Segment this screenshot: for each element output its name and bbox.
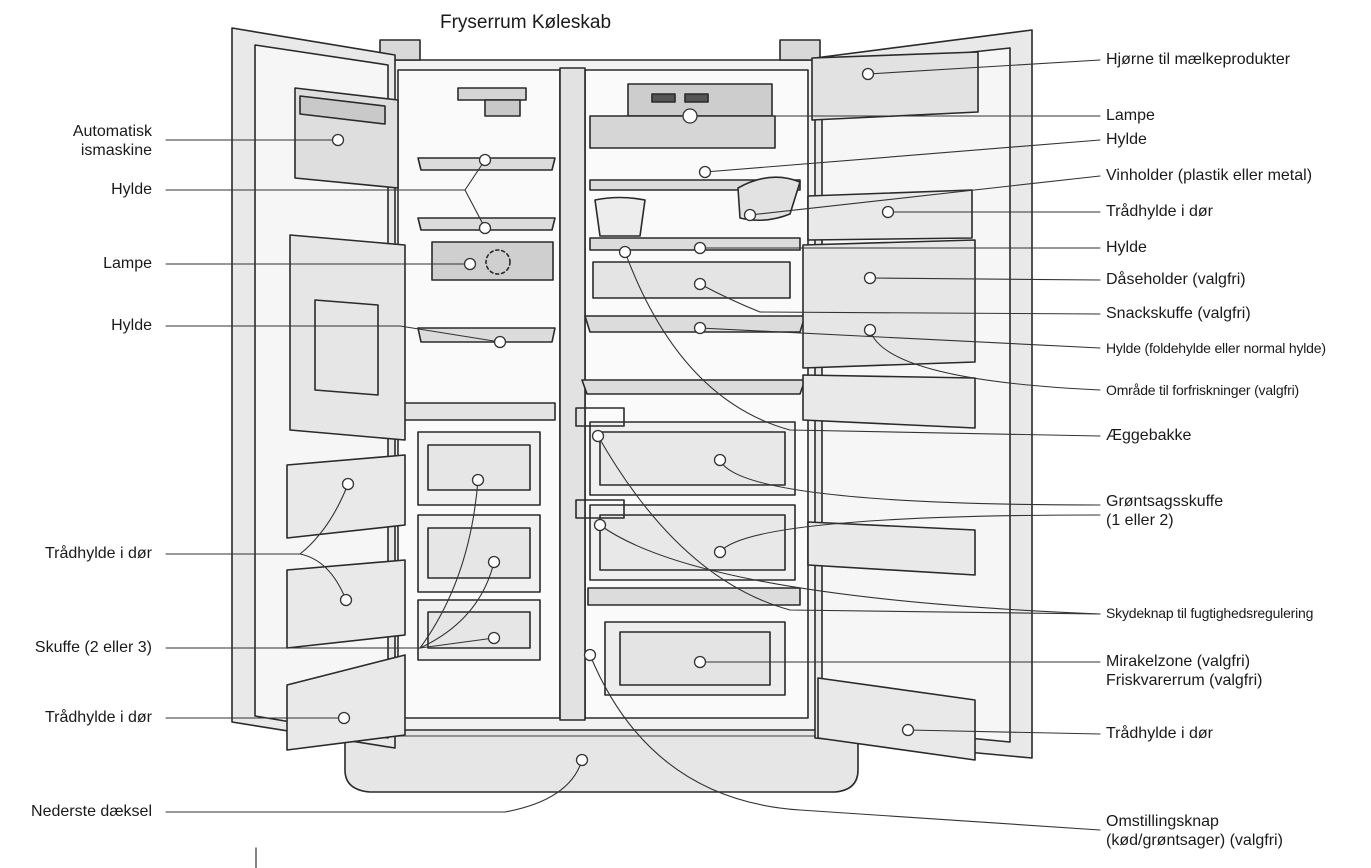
label-freezer-lamp: Lampe bbox=[103, 255, 152, 272]
label-freezer-shelf-2: Hylde bbox=[111, 317, 152, 334]
label-fridge-door-shelf-2: Trådhylde i dør bbox=[1106, 725, 1213, 742]
label-can-holder: Dåseholder (valgfri) bbox=[1106, 271, 1246, 288]
label-freezer-door-shelf-1: Trådhylde i dør bbox=[45, 545, 152, 562]
label-freezer-door-shelf-2: Trådhylde i dør bbox=[45, 709, 152, 726]
label-freezer-drawer: Skuffe (2 eller 3) bbox=[34, 639, 152, 656]
diagram-title: Fryserrum Køleskab bbox=[440, 12, 612, 33]
label-refreshment-area: Område til forfriskninger (valgfri) bbox=[1106, 382, 1299, 398]
label-vegetable-drawer: Grøntsagsskuffe (1 eller 2) bbox=[1106, 493, 1224, 529]
label-humidity-slider: Skydeknap til fugtighedsregulering bbox=[1106, 605, 1314, 621]
label-fridge-door-shelf-1: Trådhylde i dør bbox=[1106, 203, 1213, 220]
label-freezer-shelf-1: Hylde bbox=[111, 181, 152, 198]
label-bottom-cover: Nederste dæksel bbox=[31, 803, 152, 820]
label-dairy-corner: Hjørne til mælkeprodukter bbox=[1106, 51, 1291, 68]
label-fridge-shelf-1: Hylde bbox=[1106, 131, 1147, 148]
label-egg-tray: Æggebakke bbox=[1106, 427, 1192, 444]
label-snack-drawer: Snackskuffe (valgfri) bbox=[1106, 305, 1251, 322]
label-ice-maker: Automatisk ismaskine bbox=[72, 123, 152, 159]
label-fridge-lamp: Lampe bbox=[1106, 107, 1155, 124]
label-fridge-shelf-2: Hylde bbox=[1106, 239, 1147, 256]
label-switch-knob: Omstillingsknap (kød/grøntsager) (valgfr… bbox=[1106, 813, 1283, 849]
label-miracle-zone: Mirakelzone (valgfri) Friskvarerrum (val… bbox=[1106, 653, 1263, 689]
label-wine-holder: Vinholder (plastik eller metal) bbox=[1106, 167, 1313, 184]
label-folding-shelf: Hylde (foldehylde eller normal hylde) bbox=[1106, 340, 1326, 356]
